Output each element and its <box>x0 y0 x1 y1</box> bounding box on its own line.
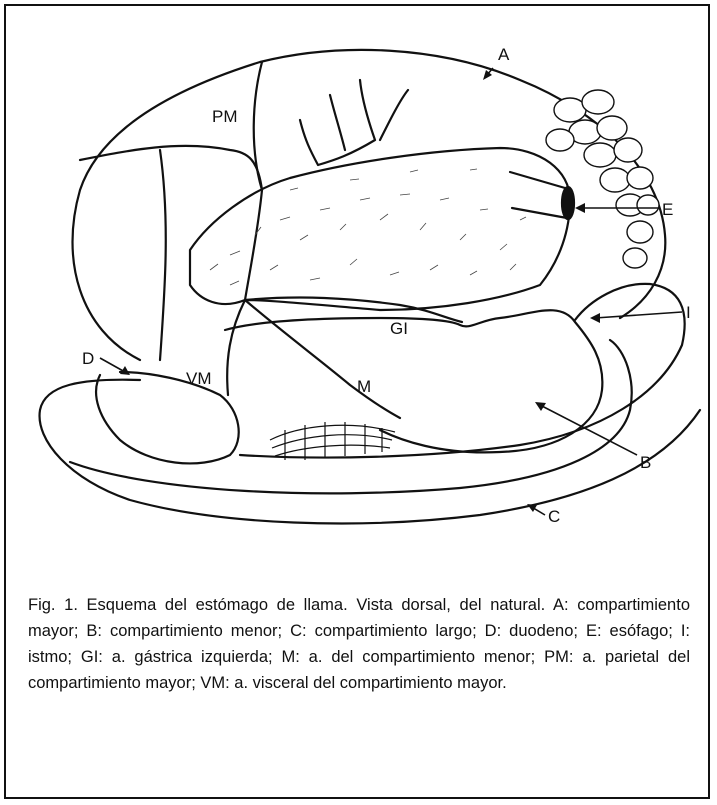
arrow-i <box>595 312 682 318</box>
lattice-pattern <box>270 422 395 460</box>
label-a: A <box>498 45 510 64</box>
label-gi: GI <box>390 319 408 338</box>
label-d: D <box>82 349 94 368</box>
visceral-artery <box>227 300 245 395</box>
caption-text: Fig. 1. Esquema del estómago de llama. V… <box>28 592 690 696</box>
large-compartment-outline <box>73 50 666 360</box>
label-pm: PM <box>212 107 238 126</box>
stomach-diagram: A PM E I GI D VM M B C <box>0 0 717 560</box>
label-vm: VM <box>186 369 212 388</box>
label-c: C <box>548 507 560 526</box>
esophagus-outline <box>510 172 567 218</box>
arrow-d <box>100 358 125 372</box>
figure-caption: Fig. 1. Esquema del estómago de llama. V… <box>28 592 690 696</box>
label-e: E <box>662 200 673 219</box>
long-compartment-outline <box>40 284 700 524</box>
duodenum-outline <box>96 372 239 463</box>
long-compartment-inner-line <box>70 340 632 493</box>
arrow-b <box>540 405 637 455</box>
esophagus-opening <box>562 187 574 219</box>
label-b: B <box>640 453 651 472</box>
label-m: M <box>357 377 371 396</box>
label-i: I <box>686 303 691 322</box>
